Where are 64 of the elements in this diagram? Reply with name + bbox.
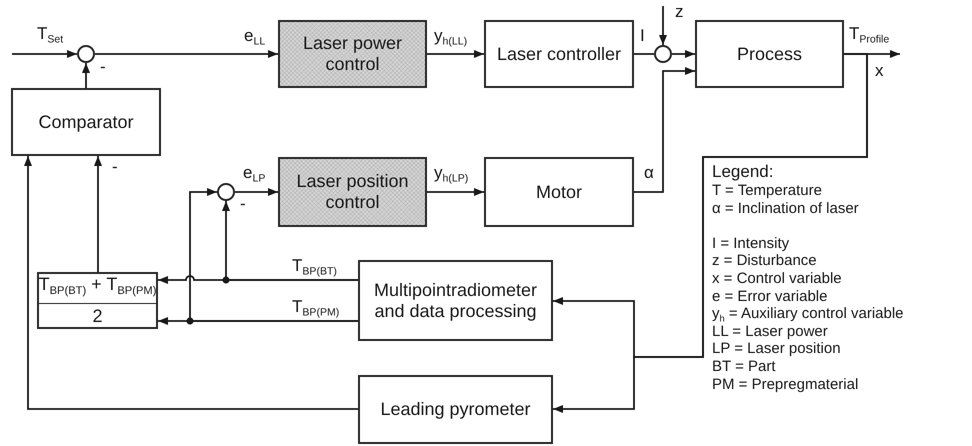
legend-heading: Legend: [712,163,774,181]
legend-entry: α = Inclination of laser [712,200,860,218]
controller-block [278,20,427,88]
arrow [12,50,77,58]
controller-block [484,20,634,88]
output-label: x [875,62,884,80]
legend-entry: LP = Laser position [712,340,841,358]
summing-junction [654,45,672,63]
edge-label: I [640,26,645,46]
pyrometer-block [358,375,553,444]
arrow [427,188,484,196]
legend-entry: BT = Part [712,358,776,376]
minus-sign: - [112,158,118,176]
fraction-denominator: 2 [92,305,102,328]
motor-block [484,157,634,227]
block-label: Comparator [38,112,134,132]
arrow [189,188,358,322]
legend-entry: z = Disturbance [712,252,817,270]
minus-sign: - [240,195,246,213]
arrow [553,53,868,413]
measurement-block [358,260,553,341]
legend-entry: LL = Laser power [712,322,828,340]
connector-line [634,53,654,55]
arrow [24,156,358,410]
edge-label: T$_{BP(BT)}$ [292,256,337,280]
summing-junction [217,183,235,201]
legend-entry: I = Intensity [712,234,790,252]
block-label: Multipointradiometer and data processing [372,280,538,322]
arrow [672,50,695,58]
legend-entry: y$_{h}$ = Auxiliary control variable [712,305,904,326]
arrow [235,188,278,196]
summing-junction [77,45,95,63]
averaging-block [37,272,158,329]
arrow [94,156,102,272]
edge-label: z [675,2,684,22]
process-block [695,20,844,88]
edge-label: T$_{BP(PM)}$ [292,297,340,321]
legend-entry: T = Temperature [712,182,822,200]
block-label: Process [736,44,802,64]
comparator-block [11,88,161,156]
arrow [95,50,278,58]
block-label: Laser position control [295,171,410,213]
edge-label: T$_{Set}$ [37,24,64,48]
arrow [659,6,667,45]
block-label: Laser power control [302,33,404,75]
block-label: Laser controller [496,44,622,64]
minus-sign: - [100,58,106,76]
block-label: Leading pyrometer [380,399,531,420]
legend-entry: x = Control variable [712,270,842,288]
arrow [222,201,358,281]
arrow [427,50,484,58]
edge-label: y$_{h(LL)}$ [434,26,468,50]
fraction-numerator: T$_{BP(BT)}$ + T$_{BP(PM)}$ [38,274,158,304]
arrow [82,63,90,88]
edge-label: e$_{LP}$ [243,163,266,187]
edge-label: T$_{Profile}$ [849,24,890,48]
legend-entry: e = Error variable [712,288,828,306]
edge-label: y$_{h(LP)}$ [434,163,468,187]
block-label: Motor [536,182,582,202]
arrow [634,67,695,193]
edge-label: e$_{LL}$ [244,26,266,50]
legend-entry: PM = Prepregmaterial [712,376,858,394]
edge-label: α [644,163,654,183]
controller-block [278,157,427,227]
